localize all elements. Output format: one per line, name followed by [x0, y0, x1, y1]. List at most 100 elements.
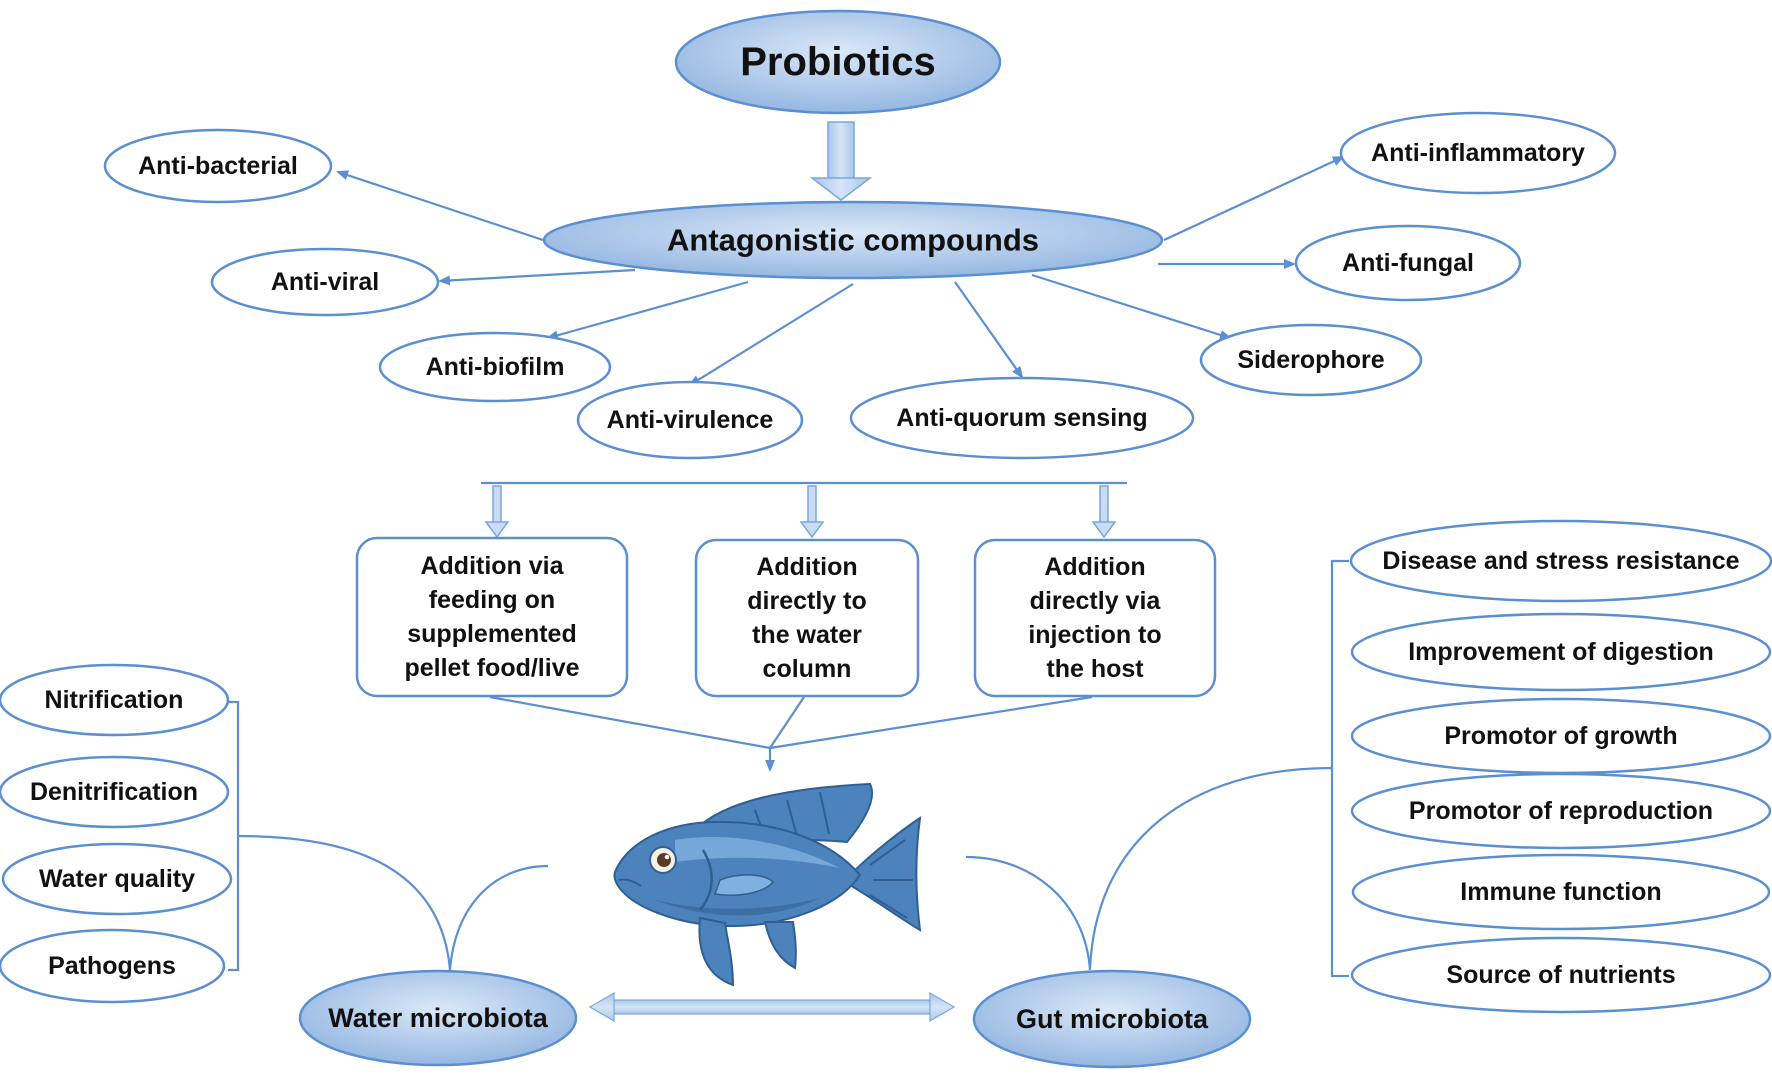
compound-nodes: Anti-bacterialAnti-viralAnti-biofilmAnti…: [103, 111, 1617, 460]
anti-quorum-sensing-node: Anti-quorum sensing: [849, 376, 1195, 460]
anti-bacterial-node-label: Anti-bacterial: [138, 152, 298, 180]
water-effect-pathogens: Pathogens: [0, 928, 226, 1004]
siderophore-node-label: Siderophore: [1237, 346, 1384, 374]
anti-inflammatory-node-label: Anti-inflammatory: [1371, 139, 1585, 167]
probiotics-node: Probiotics: [674, 9, 1002, 115]
hub-to-anti-bacterial-arrow: [336, 170, 544, 242]
gut-effect-immune-function-label: Immune function: [1460, 878, 1661, 906]
gut-effect-disease-and-stress-resistance-outline: [1349, 519, 1772, 603]
anti-biofilm-node: Anti-biofilm: [378, 331, 612, 403]
method-box-3-line-1: Addition: [1044, 553, 1145, 581]
anti-quorum-sensing-node-label: Anti-quorum sensing: [896, 404, 1147, 432]
gut-effect-source-of-nutrients-label: Source of nutrients: [1446, 961, 1675, 989]
anti-virulence-node-outline: [576, 380, 804, 460]
method-box-2-line-1: Addition: [756, 553, 857, 581]
anti-quorum-sensing-node-outline: [849, 376, 1195, 460]
method-box-1-line-3: supplemented: [407, 620, 576, 648]
anti-fungal-node-outline: [1294, 224, 1522, 302]
method-box-1-line-2: feeding on: [429, 586, 555, 614]
gut-effect-promotor-of-reproduction: Promotor of reproduction: [1350, 772, 1772, 850]
water-effect-denitrification: Denitrification: [0, 755, 230, 829]
gut-effect-disease-and-stress-resistance-label: Disease and stress resistance: [1382, 547, 1739, 575]
probiotics-to-hub-arrow: [809, 121, 873, 201]
water-effect-nitrification-label: Nitrification: [45, 686, 184, 714]
gut-effect-disease-and-stress-resistance: Disease and stress resistance: [1349, 519, 1772, 603]
method-box-3-line-2: directly via: [1030, 587, 1162, 615]
siderophore-node: Siderophore: [1199, 323, 1423, 397]
gut-effect-immune-function: Immune function: [1351, 853, 1771, 931]
anti-viral-node-outline: [210, 247, 440, 317]
gut-bracket-to-microbiota-curve: [1088, 766, 1333, 971]
water-effect-nitrification: Nitrification: [0, 663, 230, 737]
method-1-down-arrow: [484, 485, 510, 539]
method-3-to-fish-line: [769, 695, 1093, 750]
gut-microbiota-group: Disease and stress resistanceImprovement…: [972, 519, 1772, 1069]
water-effect-denitrification-label: Denitrification: [30, 778, 198, 806]
water-effect-water-quality-outline: [1, 842, 233, 916]
gut-effect-nodes: Disease and stress resistanceImprovement…: [1349, 519, 1772, 1014]
gut-microbiota-node: Gut microbiota: [972, 969, 1252, 1069]
hub-to-anti-virulence-arrow: [688, 283, 854, 387]
water-effect-water-quality: Water quality: [1, 842, 233, 916]
anti-virulence-node-label: Anti-virulence: [607, 406, 774, 434]
hub-to-anti-viral-arrow: [438, 268, 636, 286]
method-box-3: Addition directly via injection to the host: [973, 538, 1217, 698]
method-box-3-outline: [973, 538, 1217, 698]
anti-bacterial-node: Anti-bacterial: [103, 128, 333, 204]
antagonistic-compounds-node: Antagonistic compounds: [542, 200, 1164, 280]
method-2-to-fish-line: [769, 696, 805, 749]
gut-effect-promotor-of-growth: Promotor of growth: [1350, 697, 1772, 775]
anti-viral-node: Anti-viral: [210, 247, 440, 317]
anti-inflammatory-node-outline: [1339, 111, 1617, 195]
water-effect-pathogens-outline: [0, 928, 226, 1004]
method-box-3-line-3: injection to: [1028, 621, 1161, 649]
hub-to-anti-biofilm-arrow: [546, 280, 749, 341]
anti-viral-node-label: Anti-viral: [271, 268, 379, 296]
gut-effect-source-of-nutrients-outline: [1350, 936, 1772, 1014]
probiotics-label: Probiotics: [740, 40, 936, 84]
method-1-to-fish-line: [489, 695, 771, 750]
method-box-3-line-4: the host: [1046, 655, 1144, 683]
anti-fungal-node-label: Anti-fungal: [1342, 249, 1474, 277]
gut-effect-improvement-of-digestion-outline: [1350, 612, 1772, 692]
method-box-1: Addition via feeding on supplemented pellet…: [355, 536, 629, 698]
fish-to-water-microbiota-curve: [448, 864, 549, 971]
gut-effect-improvement-of-digestion-label: Improvement of digestion: [1408, 638, 1714, 666]
anti-bacterial-node-outline: [103, 128, 333, 204]
method-box-1-line-1: Addition via: [420, 552, 564, 580]
hub-to-siderophore-arrow: [1031, 273, 1232, 340]
method-box-2-outline: [694, 538, 920, 698]
gut-effect-immune-function-outline: [1351, 853, 1771, 931]
method-box-1-line-4: pellet food/live: [404, 654, 579, 682]
water-effect-nitrification-outline: [0, 663, 230, 737]
water-effect-pathogens-label: Pathogens: [48, 952, 176, 980]
water-microbiota-node: Water microbiota: [298, 969, 578, 1067]
anti-virulence-node: Anti-virulence: [576, 380, 804, 460]
water-effect-denitrification-outline: [0, 755, 230, 829]
method-box-1-outline: [355, 536, 629, 698]
microbiota-exchange-arrow: [588, 991, 956, 1023]
method-2-down-arrow: [799, 485, 825, 539]
gut-effect-improvement-of-digestion: Improvement of digestion: [1350, 612, 1772, 692]
gut-effect-promotor-of-growth-label: Promotor of growth: [1444, 722, 1677, 750]
gut-microbiota-label: Gut microbiota: [1016, 1004, 1209, 1034]
gut-effects-bracket: [1330, 559, 1349, 978]
gut-effect-promotor-of-reproduction-label: Promotor of reproduction: [1409, 797, 1713, 825]
antagonistic-compounds-label: Antagonistic compounds: [667, 223, 1039, 258]
anti-biofilm-node-label: Anti-biofilm: [426, 353, 565, 381]
hub-to-anti-quorum-sensing-arrow: [954, 281, 1024, 379]
method-box-2-line-2: directly to: [747, 587, 866, 615]
method-3-down-arrow: [1091, 485, 1117, 539]
water-microbiota-label: Water microbiota: [328, 1003, 549, 1033]
siderophore-node-outline: [1199, 323, 1423, 397]
method-box-2-line-3: the water: [752, 621, 862, 649]
hub-to-anti-inflammatory-arrow: [1163, 156, 1345, 241]
fish-icon: [613, 782, 922, 987]
anti-fungal-node: Anti-fungal: [1294, 224, 1522, 302]
anti-biofilm-node-outline: [378, 331, 612, 403]
fish-to-gut-microbiota-curve: [965, 855, 1092, 971]
